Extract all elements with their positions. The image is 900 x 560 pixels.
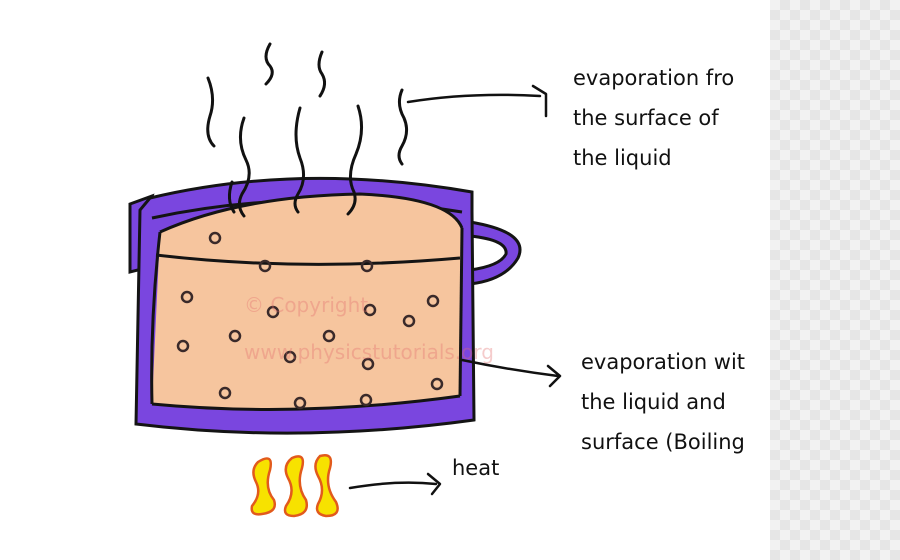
liquid-bottom-outline (151, 394, 461, 411)
steam-wisps (206, 42, 409, 218)
bubble (430, 377, 444, 391)
steam-wisp (346, 104, 363, 216)
arrow-from-heat (348, 481, 438, 490)
bubble (360, 259, 374, 273)
steam-wisp (317, 50, 327, 98)
steam-wisp (397, 88, 409, 166)
diagram-canvas: © Copyright www.physicstutorials.org eva… (128, 42, 746, 518)
liquid-surface-line (155, 253, 461, 266)
bubble (293, 396, 307, 410)
label-line: evaporation wit (581, 350, 746, 374)
pot-handle-right (468, 220, 522, 286)
label-line: the liquid and (581, 390, 726, 414)
pot-diagram (128, 42, 562, 518)
bubble (359, 393, 373, 407)
arrows (348, 84, 562, 496)
label-line: the liquid (573, 146, 672, 170)
liquid-left-side (150, 231, 162, 405)
bubble (266, 305, 280, 319)
label-evaporation-boiling: evaporation wit the liquid and surface (… (581, 342, 745, 462)
steam-wisp (206, 76, 216, 148)
arrowhead (426, 472, 442, 496)
liquid-top-outline (159, 192, 464, 234)
flame (250, 457, 276, 516)
bubbles (176, 231, 444, 410)
steam-wisp (227, 180, 236, 214)
bubble (218, 386, 232, 400)
label-heat: heat (452, 456, 500, 480)
steam-wisp (237, 116, 251, 218)
transparent-background (770, 0, 900, 560)
label-line: the surface of (573, 106, 719, 130)
watermark-line: www.physicstutorials.org (244, 340, 494, 364)
flames (250, 454, 339, 518)
bubble (426, 294, 440, 308)
liquid (152, 194, 462, 410)
label-line: surface (Boiling (581, 430, 745, 454)
steam-wisp (264, 42, 274, 86)
flame (283, 455, 308, 518)
bubble (363, 303, 377, 317)
bubble (361, 357, 375, 371)
liquid-right-side (458, 227, 464, 397)
bubble (322, 329, 336, 343)
steam-wisp (293, 106, 305, 214)
bubble (258, 259, 272, 273)
bubble (180, 290, 194, 304)
bubble (402, 314, 416, 328)
arrowhead (531, 84, 548, 118)
bubble (283, 350, 297, 364)
arrowhead (546, 364, 562, 388)
watermark-line: © Copyright (244, 293, 369, 317)
label-evaporation-surface: evaporation fro the surface of the liqui… (573, 58, 734, 178)
arrow-to-surface-label (406, 93, 542, 104)
bubble (208, 231, 222, 245)
bubble (176, 339, 190, 353)
arrow-to-boiling-label (460, 358, 560, 378)
label-line: evaporation fro (573, 66, 735, 90)
flame (314, 454, 339, 518)
bubble (228, 329, 242, 343)
